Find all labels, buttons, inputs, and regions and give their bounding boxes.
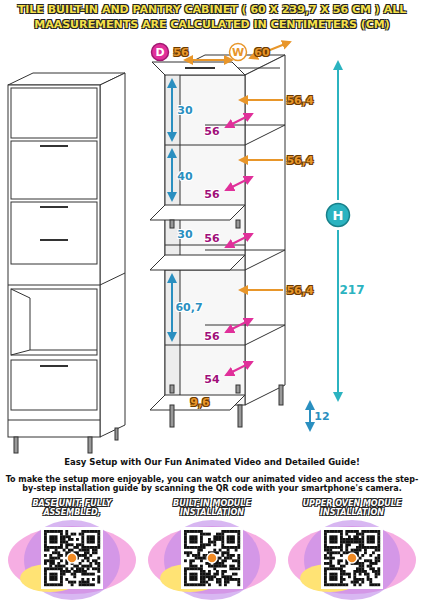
shelf-height: 30: [177, 228, 192, 241]
inner-depth: 56: [204, 232, 219, 245]
depth-value: 56: [173, 46, 188, 59]
title: TILE BUILT-IN AND PANTRY CABINET ( 60 X …: [6, 3, 418, 33]
width-value: 60: [254, 46, 269, 59]
inner-width: 56,4: [286, 94, 313, 107]
dimension-letter: W: [228, 42, 248, 62]
inner-depth: 56: [204, 330, 219, 343]
inner-width: 56,4: [286, 284, 313, 297]
inner-depth: 54: [204, 373, 219, 386]
note-text: To make the setup more enjoyable, you ca…: [5, 475, 419, 493]
qr-heading: UPPER OVEN MODULE INSTALLATION: [283, 499, 421, 517]
qr-heading: BASE UNIT, FULLY ASSEMBLED,: [3, 499, 141, 517]
inner-depth: 56: [204, 125, 219, 138]
leg-height: 12: [314, 410, 329, 423]
qr-heading: BUILT-IN MODULE INSTALLATION: [143, 499, 281, 517]
shelf-height: 40: [177, 170, 192, 183]
shelf-height: 30: [177, 104, 192, 117]
dimension-circle: H: [325, 202, 351, 228]
inner-width: 56,4: [286, 154, 313, 167]
dimension-circle: D: [150, 42, 170, 62]
dimension-letter: D: [150, 42, 170, 62]
shelf-height: 60,7: [175, 301, 202, 314]
height-value: 217: [339, 283, 364, 297]
dimension-letter: H: [325, 202, 351, 228]
inner-depth: 56: [204, 188, 219, 201]
note-heading: Easy Setup with Our Fun Animated Video a…: [5, 457, 419, 467]
base-height: 9,6: [190, 396, 210, 409]
dimension-circle: W: [228, 42, 248, 62]
